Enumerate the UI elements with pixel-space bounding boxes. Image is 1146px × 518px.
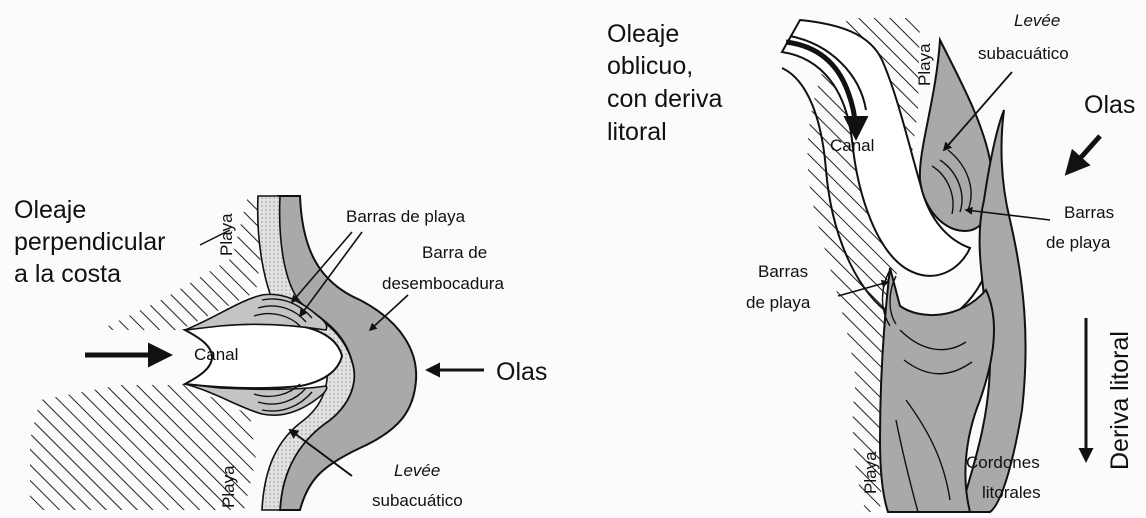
- left-heading: Oleaje perpendicular a la costa: [14, 196, 172, 288]
- left-beach-bottom-label: Playa: [219, 465, 238, 508]
- right-drift-label: Deriva litoral: [1106, 331, 1134, 470]
- right-heading: Oleaje oblicuo, con deriva litoral: [607, 20, 729, 146]
- right-bars-left-label: Barras de playa: [746, 262, 813, 312]
- right-levee-label: Levée subacuático: [978, 11, 1069, 63]
- left-levee-label: Levée subacuático: [372, 461, 463, 510]
- right-channel-label: Canal: [830, 136, 874, 155]
- left-beach-bars-label: Barras de playa: [346, 207, 466, 226]
- right-waves-label: Olas: [1084, 91, 1135, 119]
- right-beach-top-label: Playa: [915, 43, 934, 86]
- left-diagram: Oleaje perpendicular a la costa Playa Pl…: [14, 196, 547, 510]
- right-waves-arrow: [1068, 136, 1100, 172]
- left-beach-top-label: Playa: [217, 213, 236, 256]
- right-bars-right-label: Barras de playa: [1046, 203, 1119, 252]
- left-waves-label: Olas: [496, 358, 547, 386]
- right-beach-bottom-label: Playa: [861, 451, 880, 494]
- left-mouth-bar-label: Barra de desembocadura: [382, 243, 504, 293]
- left-channel-label: Canal: [194, 345, 238, 364]
- right-diagram: Oleaje oblicuo, con deriva litoral Playa…: [607, 11, 1135, 512]
